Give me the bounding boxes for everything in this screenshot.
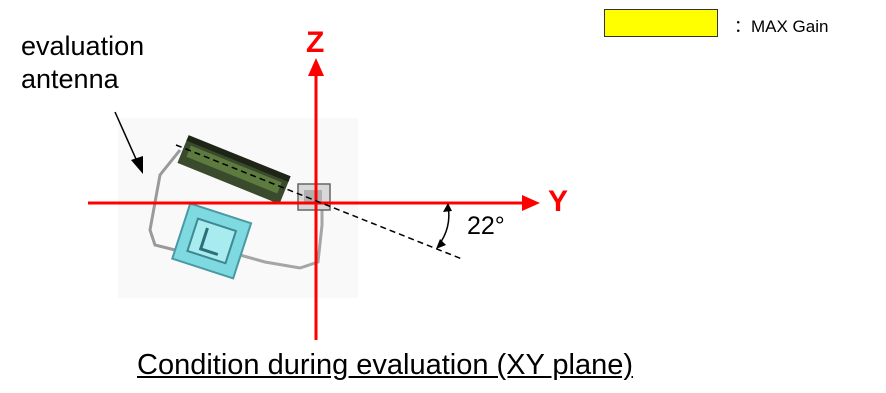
angle-reference-line xyxy=(175,144,463,260)
antenna-label: evaluation antenna xyxy=(21,30,144,96)
legend-swatch-max-gain xyxy=(604,9,718,37)
angle-arc-arrow-top xyxy=(443,203,452,212)
antenna-label-line1: evaluation xyxy=(21,31,145,61)
angle-label: 22° xyxy=(467,212,505,240)
z-axis-arrowhead xyxy=(308,58,324,76)
z-axis-label: Z xyxy=(306,26,325,59)
diagram-caption: Condition during evaluation (XY plane) xyxy=(137,349,634,381)
y-axis-arrowhead xyxy=(522,195,540,211)
y-axis-label: Y xyxy=(548,185,569,218)
antenna-label-line2: antenna xyxy=(21,64,119,94)
angle-arc-arrow-bottom xyxy=(436,239,446,249)
label-pointer-arrowhead xyxy=(131,156,143,174)
legend-label: ：MAX Gain xyxy=(734,17,829,36)
device-photo xyxy=(118,118,358,298)
